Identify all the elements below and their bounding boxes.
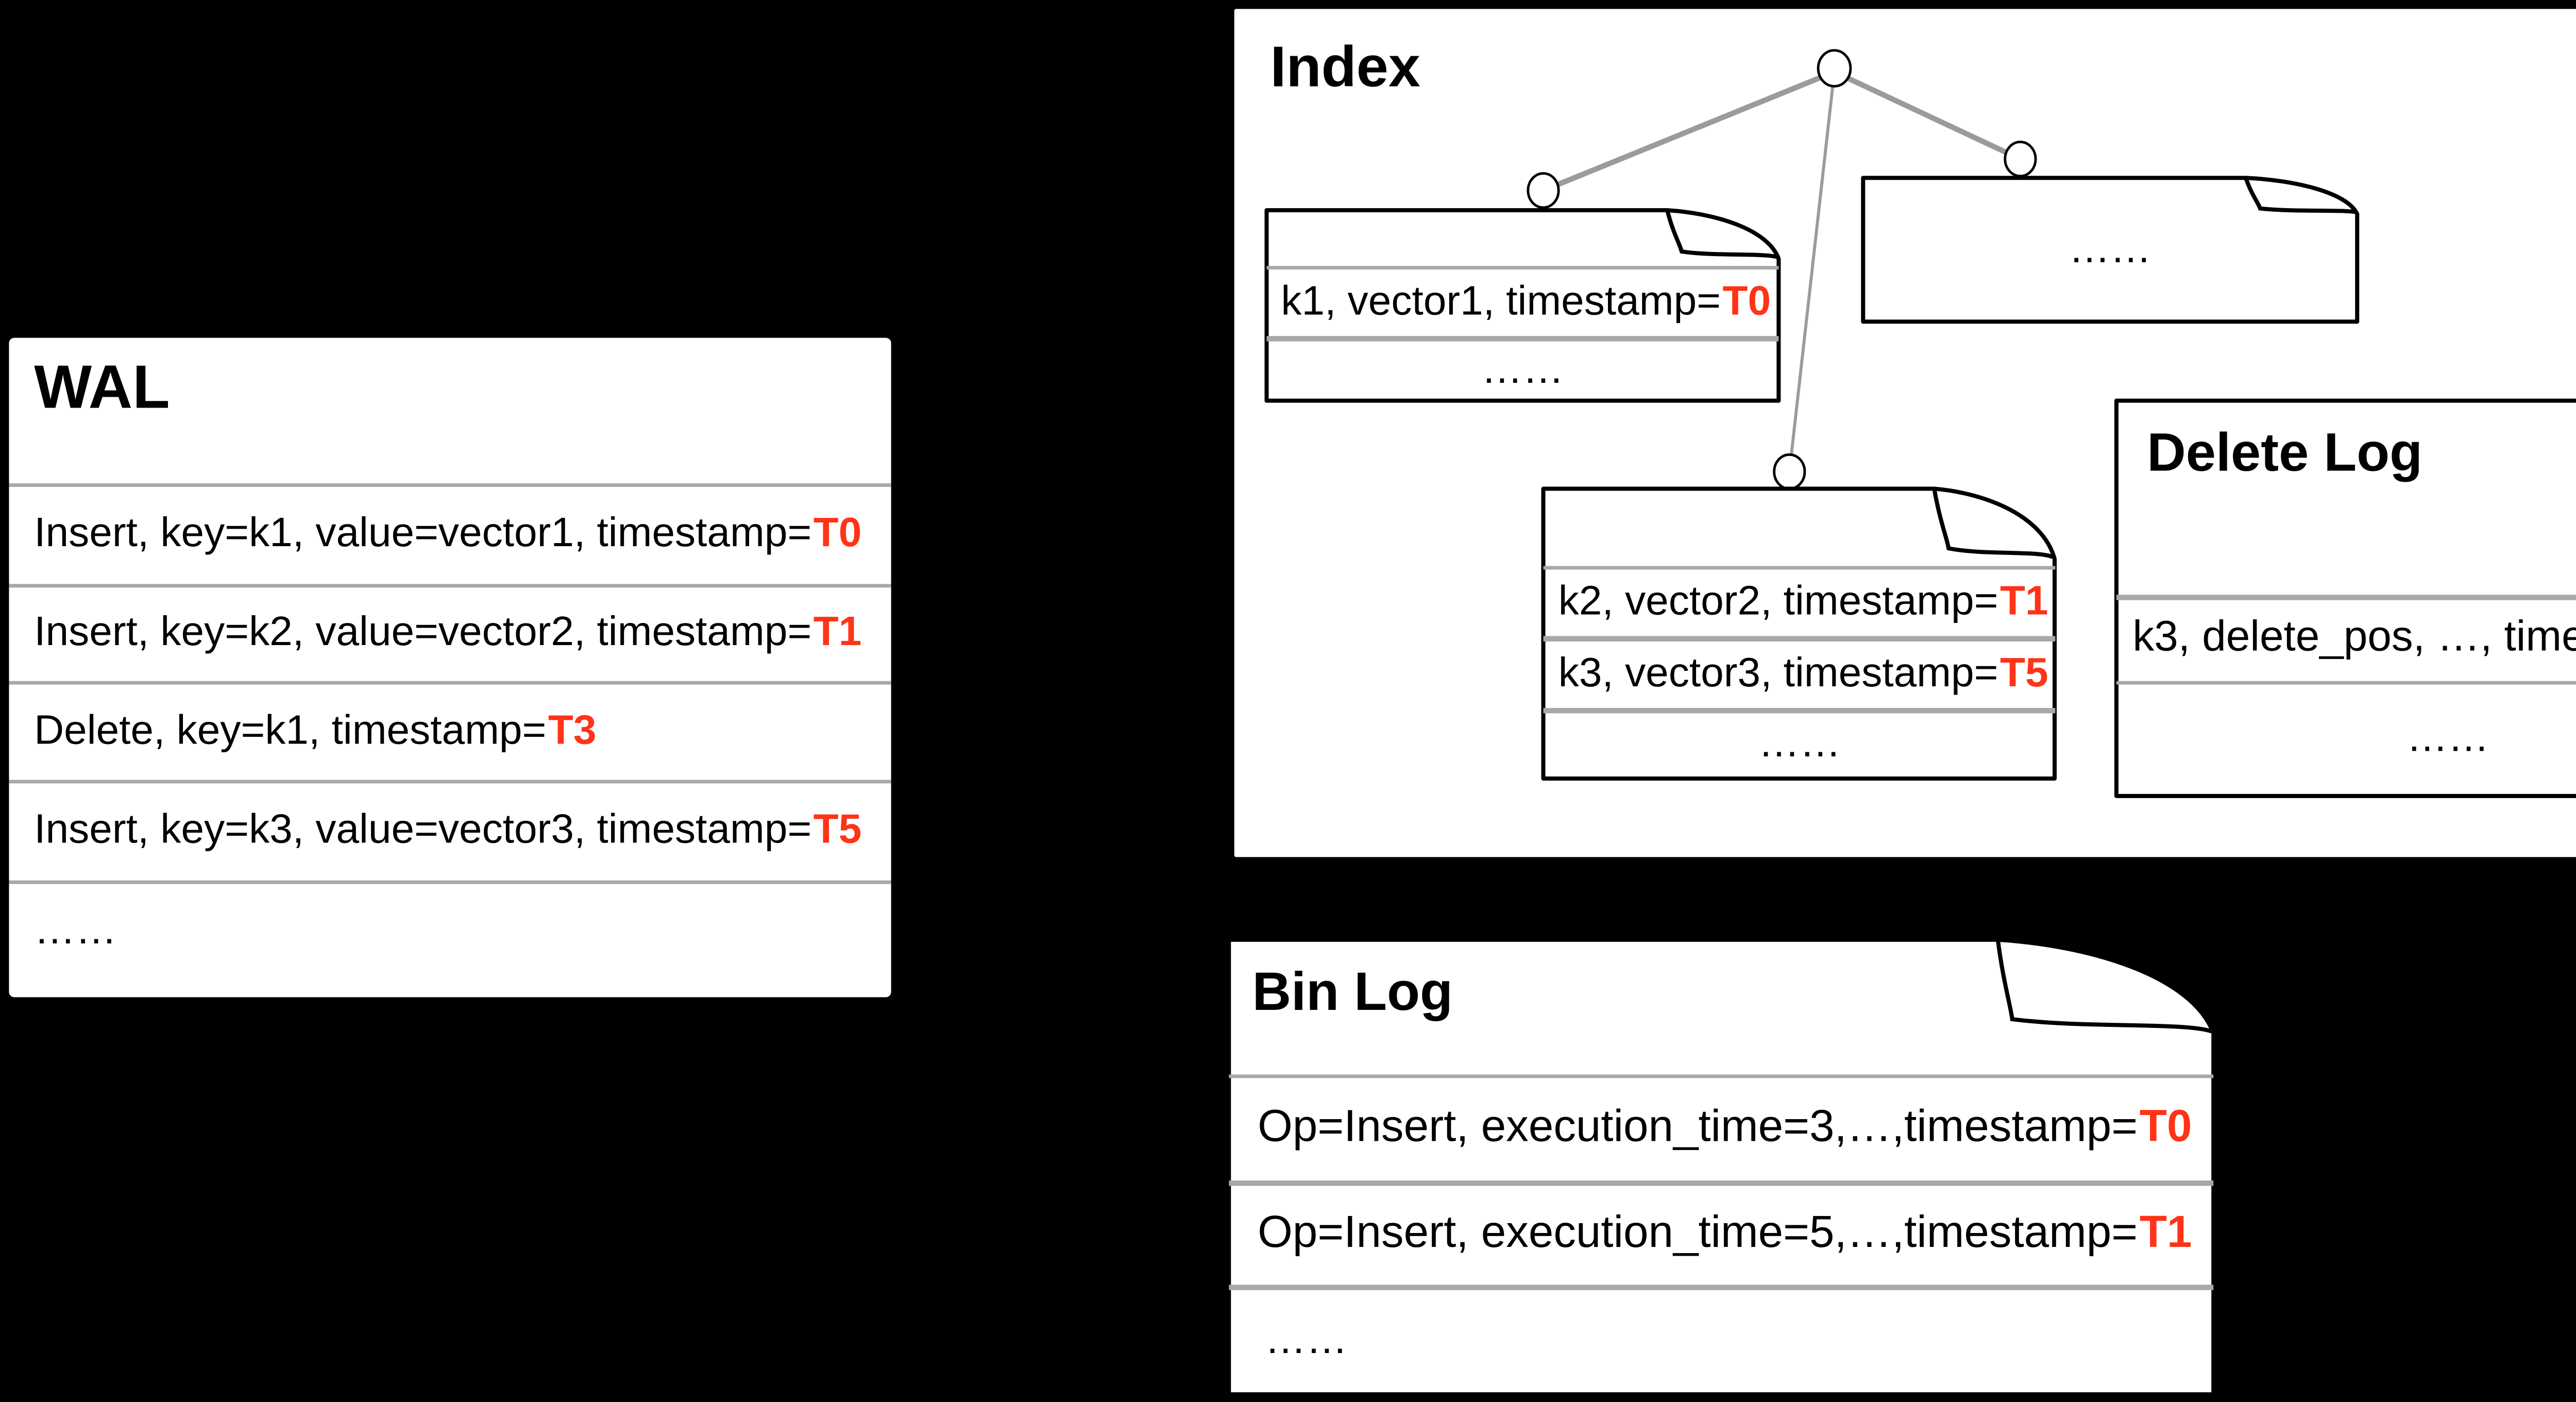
segment-row: k3, vector3, timestamp=T5 [1544,636,2055,708]
divider [9,680,891,684]
delete-log-row: k3, delete_pos, …, timestamp=T3 [2116,595,2576,680]
document-shape [1541,486,2058,780]
ellipsis-row: …… [1267,336,1779,401]
wal-row: Delete, key=k1, timestamp=T3 [9,680,891,779]
segment-row: k1, vector1, timestamp=T0 [1267,265,1779,336]
divider [2116,680,2576,685]
index-segment-doc-2: k2, vector2, timestamp=T1 k3, vector3, t… [1541,486,2058,780]
bin-log-row-text: Op=Insert, execution_time=5,…,timestamp= [1258,1207,2138,1258]
index-panel: Index k1, vector1, timestamp=T0 …… …… k2… [1232,7,2576,858]
wal-row-text: Insert, key=k1, value=vector1, timestamp… [34,509,812,556]
ellipsis-row: …… [1229,1285,2213,1394]
ellipsis-row: …… [1863,177,2357,321]
delete-log-title: Delete Log [2147,424,2423,484]
tree-node-right [2004,141,2037,178]
delete-log-doc: Delete Log k3, delete_pos, …, timestamp=… [2114,398,2576,798]
timestamp-value: T0 [1722,276,1771,323]
tree-node-left [1527,172,1560,209]
delete-log-row-text: k3, delete_pos, …, timestamp= [2132,612,2576,661]
divider [1544,708,2056,714]
wal-row: Insert, key=k2, value=vector2, timestamp… [9,583,891,680]
divider [9,779,891,783]
divider [1229,1285,2214,1290]
tree-edge [1542,69,1836,193]
ellipsis-text: …… [1758,719,1841,766]
timestamp-value: T5 [1999,648,2048,696]
timestamp-value: T1 [813,607,862,654]
tree-edge [1833,69,2022,162]
wal-title: WAL [34,353,170,423]
bin-log-row-text: Op=Insert, execution_time=3,…,timestamp= [1258,1101,2138,1152]
bin-log-row: Op=Insert, execution_time=5,…,timestamp=… [1229,1181,2213,1285]
ellipsis-text: …… [1481,344,1564,391]
wal-row-text: Insert, key=k2, value=vector2, timestamp… [34,607,812,654]
timestamp-value: T0 [813,509,862,556]
segment-row-text: k1, vector1, timestamp= [1281,276,1721,323]
segment-row: k2, vector2, timestamp=T1 [1544,566,2055,637]
divider [1544,636,2056,641]
ellipsis-text: …… [2069,225,2151,272]
ellipsis-text: …… [34,904,117,952]
divider [9,880,891,883]
timestamp-value: T1 [1999,577,2048,624]
timestamp-value: T5 [813,805,862,852]
divider [9,583,891,587]
divider [1266,265,1779,270]
index-title: Index [1270,33,1420,98]
index-segment-doc-more: …… [1861,175,2360,323]
ellipsis-row: …… [9,880,891,978]
document-shape [1227,937,2216,1397]
ellipsis-row: …… [2116,681,2576,796]
divider [9,483,891,487]
wal-row-text: Insert, key=k3, value=vector3, timestamp… [34,805,812,852]
bin-log-title: Bin Log [1252,963,1453,1023]
tree-node-root [1817,49,1852,88]
ellipsis-row: …… [1544,709,2055,778]
wal-row-text: Delete, key=k1, timestamp= [34,705,547,752]
timestamp-value: T3 [548,705,597,752]
index-segment-doc-1: k1, vector1, timestamp=T0 …… [1264,208,1781,403]
divider [1544,565,2056,570]
segment-row-text: k3, vector3, timestamp= [1558,648,1998,696]
tree-node-mid [1773,453,1806,490]
ellipsis-text: …… [1265,1315,1348,1362]
wal-row: Insert, key=k1, value=vector1, timestamp… [9,483,891,583]
divider [2116,595,2576,599]
timestamp-value: T0 [2139,1101,2192,1152]
divider [1229,1073,2214,1078]
wal-box: WAL Insert, key=k1, value=vector1, times… [7,335,893,999]
wal-row: Insert, key=k3, value=vector3, timestamp… [9,779,891,880]
index-tree [1527,49,2037,490]
timestamp-value: T1 [2139,1207,2192,1258]
bin-log-doc: Bin Log Op=Insert, execution_time=3,…,ti… [1227,937,2216,1397]
divider [1229,1181,2214,1186]
segment-row-text: k2, vector2, timestamp= [1558,577,1998,624]
ellipsis-text: …… [2406,714,2489,761]
divider [1266,336,1779,341]
tree-edge [1788,72,1836,472]
document-shape [1861,175,2360,323]
document-shape [1264,208,1781,403]
bin-log-row: Op=Insert, execution_time=3,…,timestamp=… [1229,1074,2213,1181]
